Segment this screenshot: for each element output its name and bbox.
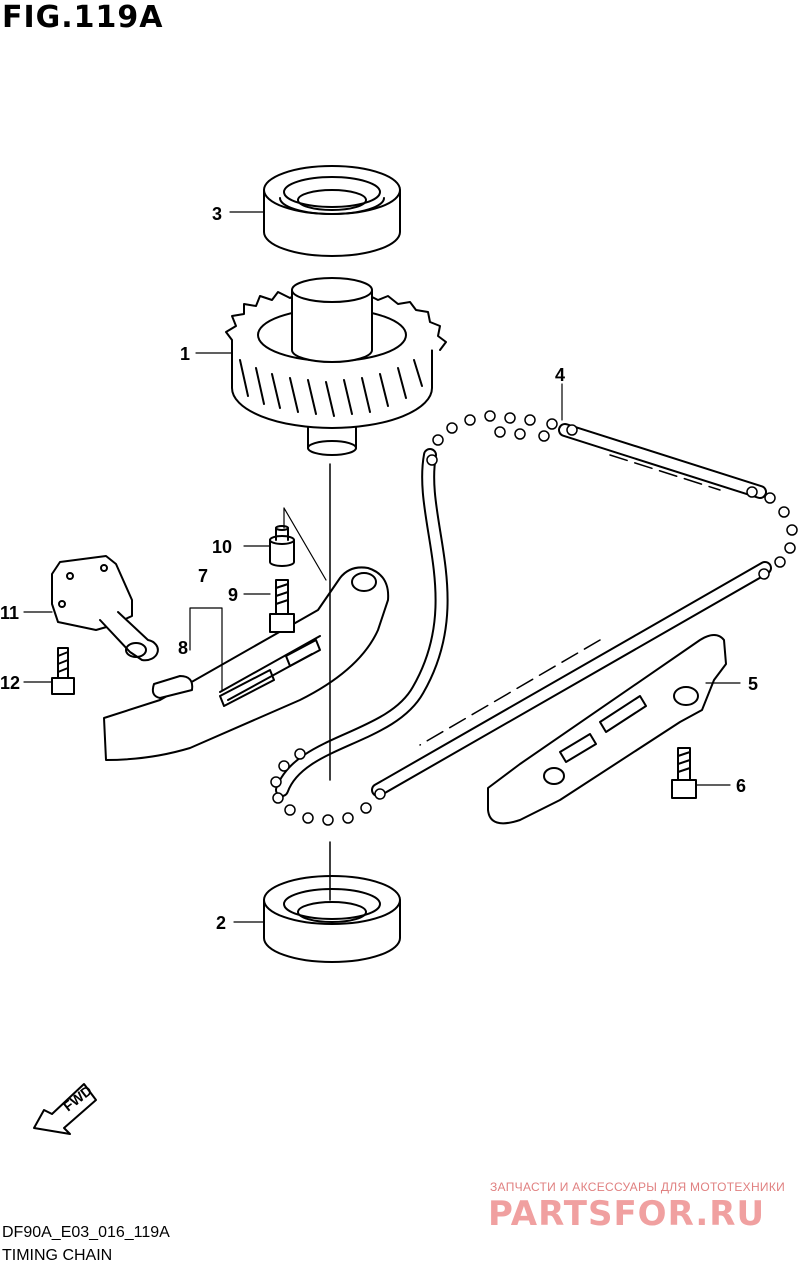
- bearing-upper[interactable]: [263, 165, 401, 257]
- callout-1: 1: [180, 344, 190, 364]
- callout-9: 9: [228, 585, 238, 605]
- guide-bolt[interactable]: [269, 579, 295, 633]
- tensioner[interactable]: [51, 555, 159, 662]
- crank-gear[interactable]: [225, 277, 447, 456]
- callout-6: 6: [736, 776, 746, 796]
- fwd-arrow-icon: FWD: [33, 1082, 97, 1135]
- callout-7: 7: [198, 566, 208, 586]
- callout-2: 2: [216, 913, 226, 933]
- bearing-lower[interactable]: [263, 875, 401, 963]
- callout-5: 5: [748, 674, 758, 694]
- callout-11: 11: [0, 603, 19, 623]
- figure-title: FIG.119A: [2, 0, 164, 35]
- chain-guide[interactable]: [103, 566, 390, 761]
- callout-8: 8: [178, 638, 188, 658]
- tensioner-guide-bolt[interactable]: [671, 747, 697, 799]
- callout-12: 12: [0, 673, 20, 693]
- diagram-caption: TIMING CHAIN: [2, 1247, 113, 1264]
- tensioner-bolt[interactable]: [51, 647, 75, 695]
- watermark-tagline: ЗАПЧАСТИ И АКСЕССУАРЫ ДЛЯ МОТОТЕХНИКИ: [490, 1180, 786, 1194]
- callout-3: 3: [212, 204, 222, 224]
- callout-4: 4: [555, 365, 565, 385]
- tensioner-guide[interactable]: [487, 634, 727, 825]
- guide-pad[interactable]: [151, 675, 194, 699]
- watermark-logo: PARTSFOR.RU: [488, 1194, 766, 1234]
- leader-lines: [23, 211, 741, 923]
- diagram-code: DF90A_E03_016_119A: [2, 1224, 170, 1241]
- sleeve[interactable]: [269, 525, 295, 567]
- callout-10: 10: [212, 537, 232, 557]
- timing-chain[interactable]: [270, 410, 798, 826]
